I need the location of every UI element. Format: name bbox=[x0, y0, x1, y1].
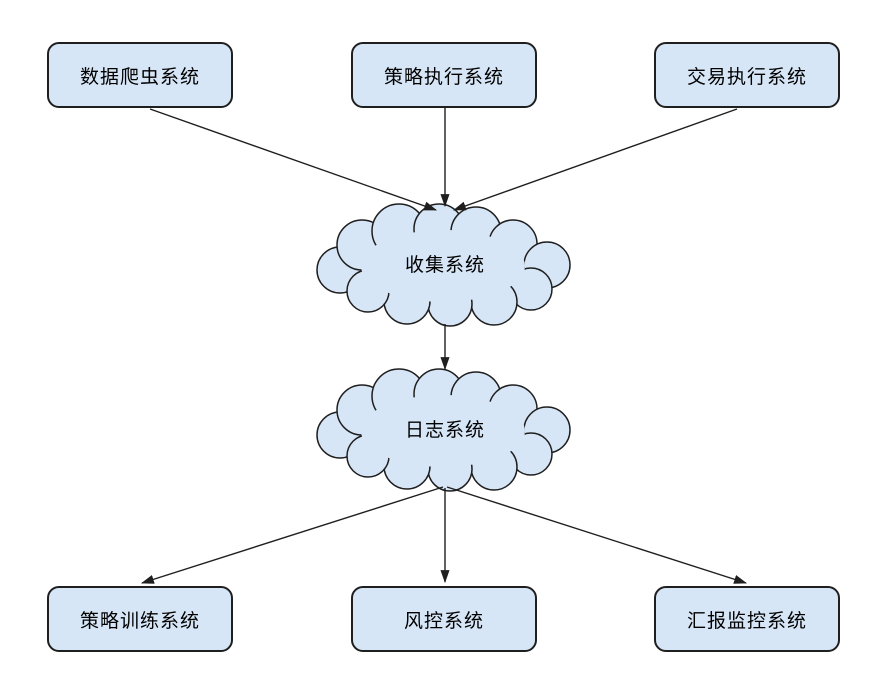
node-label: 策略执行系统 bbox=[383, 66, 504, 88]
node-label: 策略训练系统 bbox=[79, 610, 200, 632]
node-trade-execution-system: 交易执行系统 bbox=[654, 42, 840, 108]
node-strategy-execution-system: 策略执行系统 bbox=[351, 42, 537, 108]
node-data-crawler-system: 数据爬虫系统 bbox=[47, 42, 233, 108]
cloud-collection-system: 收集系统 bbox=[316, 203, 574, 327]
arrow-crawler-to-collection bbox=[149, 108, 438, 211]
node-label: 交易执行系统 bbox=[686, 66, 807, 88]
node-report-monitoring-system: 汇报监控系统 bbox=[654, 586, 840, 652]
node-label: 汇报监控系统 bbox=[686, 610, 807, 632]
arrow-logging-to-report-monitoring bbox=[446, 486, 748, 584]
node-label: 数据爬虫系统 bbox=[79, 66, 200, 88]
arrow-logging-to-strategy-training bbox=[140, 486, 444, 584]
cloud-logging-system: 日志系统 bbox=[316, 368, 574, 492]
node-risk-control-system: 风控系统 bbox=[351, 586, 537, 652]
cloud-label: 收集系统 bbox=[404, 254, 485, 276]
node-strategy-training-system: 策略训练系统 bbox=[47, 586, 233, 652]
node-label: 风控系统 bbox=[403, 610, 484, 632]
arrow-trade-exec-to-collection bbox=[452, 108, 738, 211]
cloud-label: 日志系统 bbox=[404, 419, 485, 441]
